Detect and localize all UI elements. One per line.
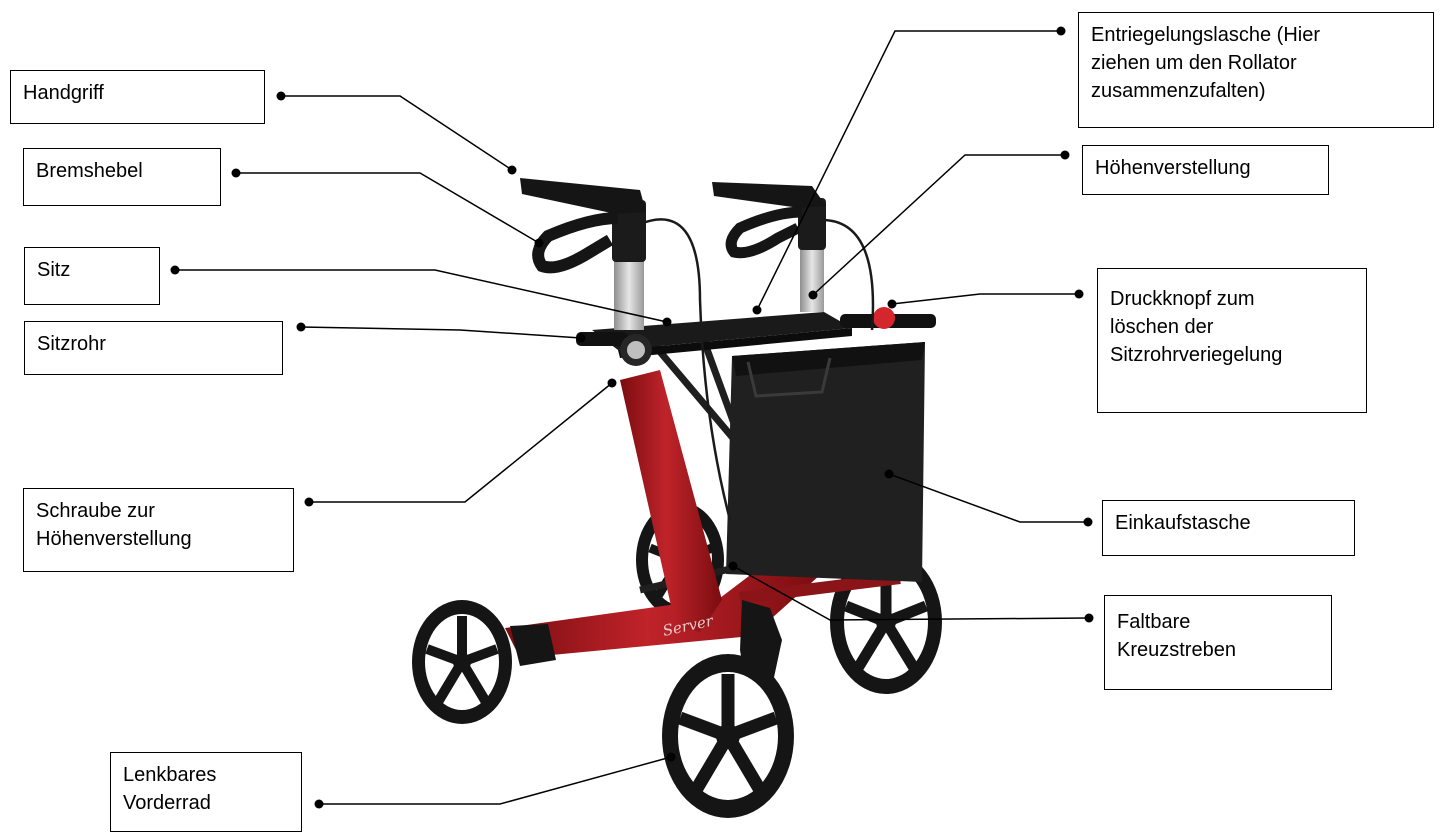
label-einkaufstasche-text: Einkaufstasche <box>1115 512 1251 534</box>
leader-line-kreuzstreben <box>732 565 1090 621</box>
label-bremshebel: Bremshebel <box>23 148 221 206</box>
label-hoehenverstellung-text: Höhenverstellung <box>1095 157 1251 179</box>
leader-line-hoehenverstellung <box>812 154 1065 296</box>
label-entriegelung-line-3: zusammenzufalten) <box>1091 80 1266 102</box>
brake-lever-left <box>532 212 619 274</box>
main-frame-post <box>620 370 722 632</box>
label-kreuzstreben: Faltbare Kreuzstreben <box>1104 595 1332 690</box>
label-entriegelung: Entriegelungslasche (Hier ziehen um den … <box>1078 12 1434 128</box>
release-button <box>873 307 895 329</box>
label-kreuzstreben-line-1: Faltbare <box>1117 611 1191 633</box>
front-wheel-right <box>662 654 794 818</box>
label-vorderrad: Lenkbares Vorderrad <box>110 752 302 832</box>
label-handgriff: Handgriff <box>10 70 265 124</box>
leader-line-druckknopf <box>891 293 1079 305</box>
label-druckknopf-line-2: löschen der <box>1110 316 1214 338</box>
label-schraube: Schraube zur Höhenverstellung <box>23 488 294 572</box>
label-kreuzstreben-line-2: Kreuzstreben <box>1117 639 1236 661</box>
label-vorderrad-line-1: Lenkbares <box>123 764 217 786</box>
label-druckknopf-line-3: Sitzrohrveriegelung <box>1110 344 1283 366</box>
leader-line-entriegelung <box>756 30 1061 311</box>
label-hoehenverstellung: Höhenverstellung <box>1082 145 1329 195</box>
label-vorderrad-line-2: Vorderrad <box>123 792 211 814</box>
rear-wheel-right <box>830 550 942 694</box>
label-schraube-line-1: Schraube zur <box>36 500 155 522</box>
leader-line-sitzrohr <box>300 326 582 339</box>
label-sitzrohr-text: Sitzrohr <box>37 333 106 355</box>
leader-line-handgriff <box>281 95 513 171</box>
leader-line-einkaufstasche <box>888 473 1088 523</box>
label-sitz: Sitz <box>24 247 160 305</box>
leader-dots <box>170 26 1094 809</box>
shopping-bag <box>726 342 925 582</box>
label-druckknopf-line-1: Druckknopf zum <box>1110 288 1255 310</box>
label-sitz-text: Sitz <box>37 259 71 281</box>
label-einkaufstasche: Einkaufstasche <box>1102 500 1355 556</box>
label-sitzrohr: Sitzrohr <box>24 321 283 375</box>
label-entriegelung-line-1: Entriegelungslasche (Hier <box>1091 24 1321 46</box>
brake-lever-right <box>725 206 803 259</box>
leader-lines <box>175 30 1090 805</box>
label-handgriff-text: Handgriff <box>23 82 104 104</box>
leader-line-vorderrad <box>319 756 672 805</box>
front-wheel-left <box>412 600 512 724</box>
label-entriegelung-line-2: ziehen um den Rollator <box>1091 52 1297 74</box>
leader-line-sitz <box>175 269 668 323</box>
label-druckknopf: Druckknopf zum löschen der Sitzrohrverie… <box>1097 268 1367 413</box>
label-bremshebel-text: Bremshebel <box>36 160 143 182</box>
handle-right <box>712 182 826 208</box>
handle-left <box>520 178 646 214</box>
rollator-illustration: Server <box>412 178 942 818</box>
leader-line-schraube <box>309 382 613 503</box>
label-schraube-line-2: Höhenverstellung <box>36 528 192 550</box>
leader-line-bremshebel <box>236 172 540 244</box>
